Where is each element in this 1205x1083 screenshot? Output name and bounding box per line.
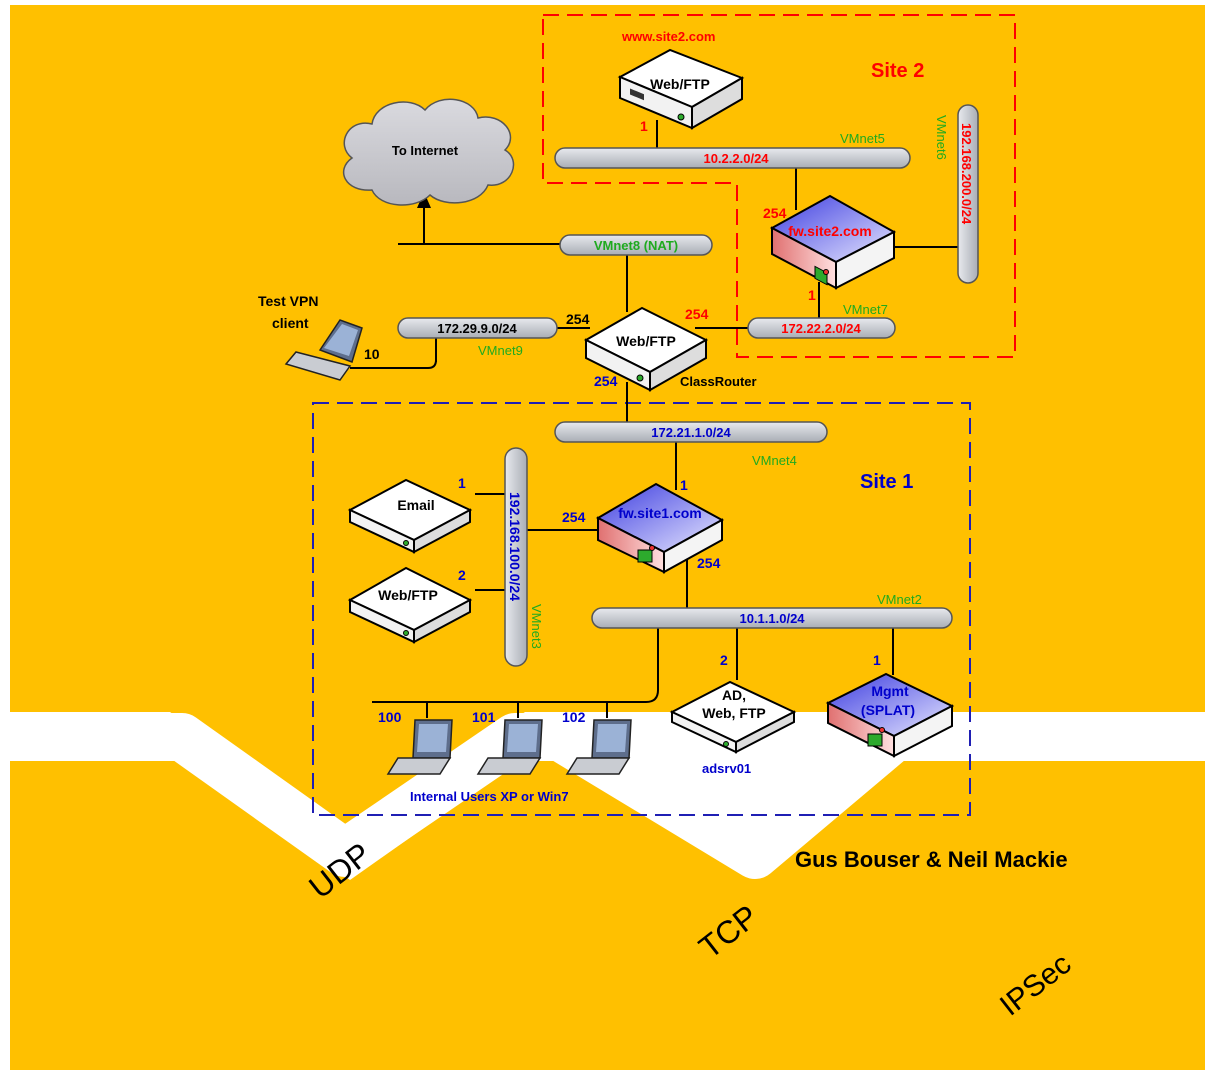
segment-label: 192.168.100.0/24 [507,492,523,601]
connector-lines [350,120,960,718]
host-router-right: 254 [685,306,709,322]
host-fw2-top: 254 [763,205,787,221]
ad-server-name: adsrv01 [702,761,751,776]
cloud-label: To Internet [392,143,459,158]
device-label-line2: (SPLAT) [861,702,915,718]
host-vpn: 10 [364,346,380,362]
vmnet2-label: VMnet2 [877,592,922,607]
device-label: Web/FTP [650,76,710,92]
banner-band [10,713,1205,879]
host-mgmt: 1 [873,652,881,668]
host-router-left: 254 [566,311,590,327]
fw-site1-firewall: fw.site1.com [595,482,725,574]
vmnet7-label: VMnet7 [843,302,888,317]
segment-10-2-2: 10.2.2.0/24 [554,147,911,169]
segment-label: VMnet8 (NAT) [594,238,678,253]
host-router-bottom: 254 [594,373,618,389]
host-fw1-bottom: 254 [697,555,721,571]
credits-text: Gus Bouser & Neil Mackie [795,847,1068,872]
vmnet3-label: VMnet3 [529,604,544,649]
site2-title: Site 2 [871,60,924,82]
segment-label: 10.2.2.0/24 [703,151,769,166]
host-fw1-top: 1 [680,477,688,493]
vmnet6-label: VMnet6 [934,115,949,160]
device-label: Web/FTP [378,587,438,603]
segment-192-168-100: 192.168.100.0/24 [504,447,528,667]
segment-label: 172.21.1.0/24 [651,425,731,440]
site2-webftp-server: Web/FTP [617,48,745,130]
device-label-line2: Web, FTP [702,705,766,721]
ad-server: AD, Web, FTP [669,680,797,754]
device-label-line1: Mgmt [871,683,909,699]
segment-label: 10.1.1.0/24 [739,611,805,626]
host-user-102: 102 [562,709,586,725]
host-fw2-bottom: 1 [808,287,816,303]
vmnet9-label: VMnet9 [478,343,523,358]
site1-title: Site 1 [860,471,913,493]
classrouter-name: ClassRouter [680,374,757,389]
host-user-100: 100 [378,709,402,725]
user-laptop-102-icon [565,719,632,775]
segment-172-22-2: 172.22.2.0/24 [747,317,896,339]
vpn-client-label-line2: client [272,315,309,331]
class-router: Web/FTP [583,306,709,392]
email-server: Email [347,478,473,554]
user-laptop-100-icon [386,719,453,775]
host-site2-web: 1 [640,118,648,134]
segment-vmnet8-nat: VMnet8 (NAT) [559,234,713,256]
site2-boundary [542,14,1016,358]
user-laptop-101-icon [476,719,543,775]
device-label-line1: AD, [722,687,746,703]
vmnet4-label: VMnet4 [752,453,797,468]
segment-label: 172.29.9.0/24 [437,321,517,336]
mgmt-splat-server: Mgmt (SPLAT) [825,672,955,758]
vmnet5-label: VMnet5 [840,131,885,146]
device-label: fw.site2.com [788,223,872,239]
segment-label: 192.168.200.0/24 [959,123,974,225]
segment-172-21-1: 172.21.1.0/24 [554,421,828,443]
site2-url: www.site2.com [621,29,715,44]
host-fw1-left: 254 [562,509,586,525]
segment-192-168-200: 192.168.200.0/24 [957,104,979,284]
segment-172-29-9: 172.29.9.0/24 [397,317,558,339]
segment-label: 172.22.2.0/24 [781,321,861,336]
vpn-client-label-line1: Test VPN [258,293,318,309]
host-user-101: 101 [472,709,496,725]
fw-site2-firewall: fw.site2.com [769,194,897,290]
device-label: fw.site1.com [618,505,702,521]
internet-cloud-icon: To Internet [342,98,515,206]
vpn-client-laptop-icon [284,319,363,381]
site1-boundary [312,402,971,816]
segment-10-1-1: 10.1.1.0/24 [591,607,953,629]
device-label: Email [397,497,434,513]
site1-webftp-server: Web/FTP [347,566,473,644]
host-ad: 2 [720,652,728,668]
internal-users-caption: Internal Users XP or Win7 [410,789,569,804]
host-site1-web: 2 [458,567,466,583]
device-label: Web/FTP [616,333,676,349]
host-email: 1 [458,475,466,491]
